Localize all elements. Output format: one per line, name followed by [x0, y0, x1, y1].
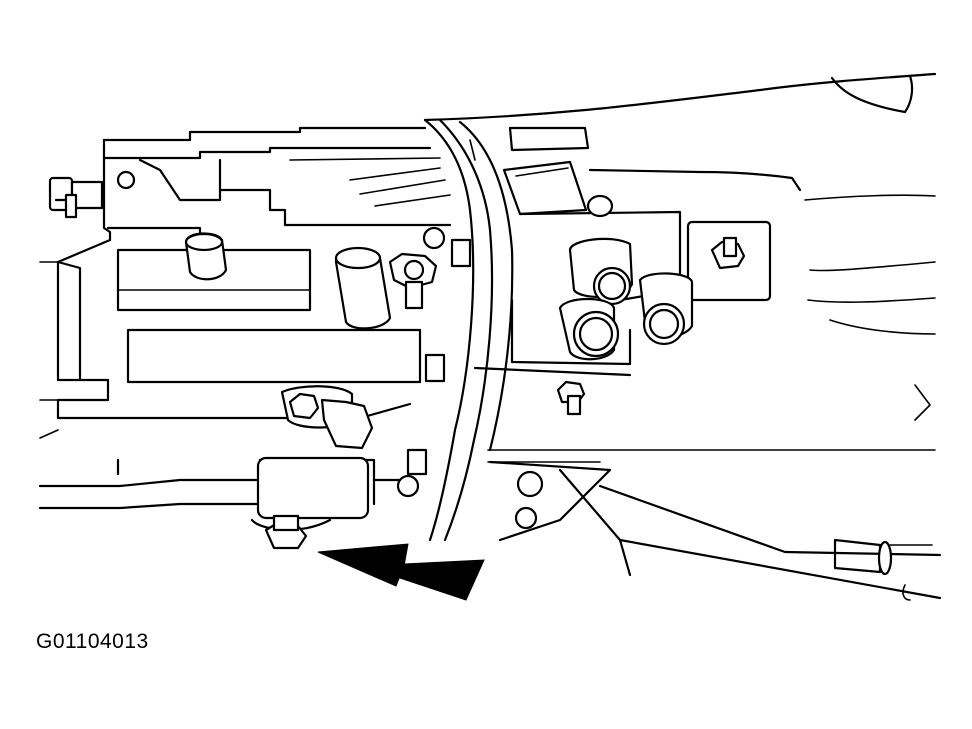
- bolts-and-bosses: [184, 194, 746, 550]
- callout-arrow-right: [399, 559, 485, 601]
- frame-rail: [423, 118, 514, 542]
- figure-code: G01104013: [36, 630, 149, 653]
- callout-arrow-left: [317, 543, 409, 587]
- upper-housing-outline: [423, 72, 937, 421]
- crossmember: [488, 460, 942, 601]
- wire-connector: [48, 176, 104, 219]
- right-housing: [473, 126, 936, 463]
- main-housing: [39, 126, 452, 439]
- lower-shaft: [38, 456, 414, 531]
